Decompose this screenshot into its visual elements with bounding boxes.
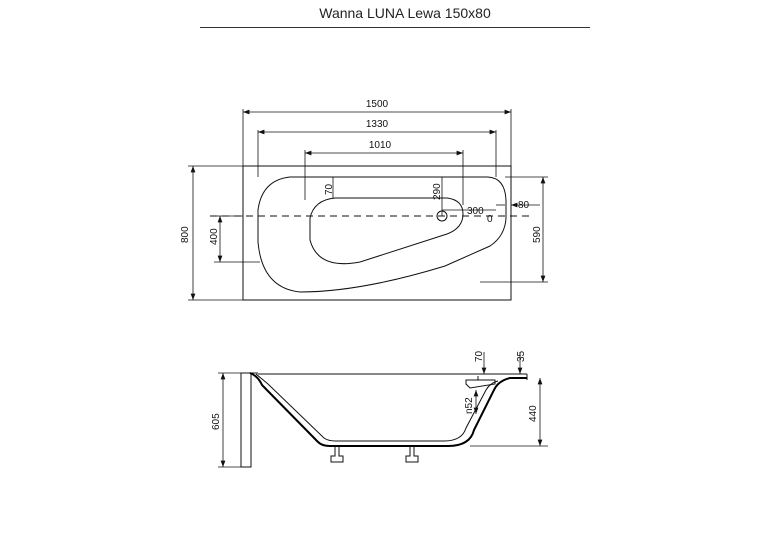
bathtub-inner-outline	[255, 373, 499, 442]
dim-label-1500: 1500	[366, 99, 389, 110]
dim-label-800: 800	[180, 226, 191, 243]
top-view: 1500 1330 1010 70 290 300 0 80 800 400	[180, 99, 548, 301]
side-view: 605 70 35 n52 440	[211, 350, 548, 468]
dim-label-0: 0	[487, 214, 493, 225]
dim-label-590: 590	[532, 226, 543, 243]
overflow-fitting-icon	[465, 379, 496, 389]
bathtub-shell-outline	[249, 372, 527, 447]
dim-label-80: 80	[518, 200, 530, 211]
dim-label-605: 605	[211, 413, 222, 430]
dim-label-70-side: 70	[474, 350, 485, 362]
dim-label-1330: 1330	[366, 119, 389, 130]
leg-left-icon	[330, 446, 344, 463]
drawing-title: Wanna LUNA Lewa 150x80	[200, 5, 590, 28]
dim-label-35: 35	[516, 350, 527, 362]
dim-label-290: 290	[432, 183, 443, 200]
leg-right-icon	[405, 446, 419, 463]
bathtub-basin-outline	[257, 176, 507, 293]
dim-label-440: 440	[528, 405, 539, 422]
bathtub-floor-outline	[309, 197, 464, 265]
dim-label-n52: n52	[464, 397, 475, 414]
dim-label-300: 300	[467, 206, 484, 217]
dim-label-1010: 1010	[369, 140, 392, 151]
dim-label-70-top: 70	[324, 183, 335, 195]
support-panel	[240, 372, 252, 468]
dim-label-400: 400	[209, 228, 220, 245]
drawing-title-text: Wanna LUNA Lewa 150x80	[319, 5, 491, 21]
bathtub-rim-outline	[242, 165, 512, 301]
